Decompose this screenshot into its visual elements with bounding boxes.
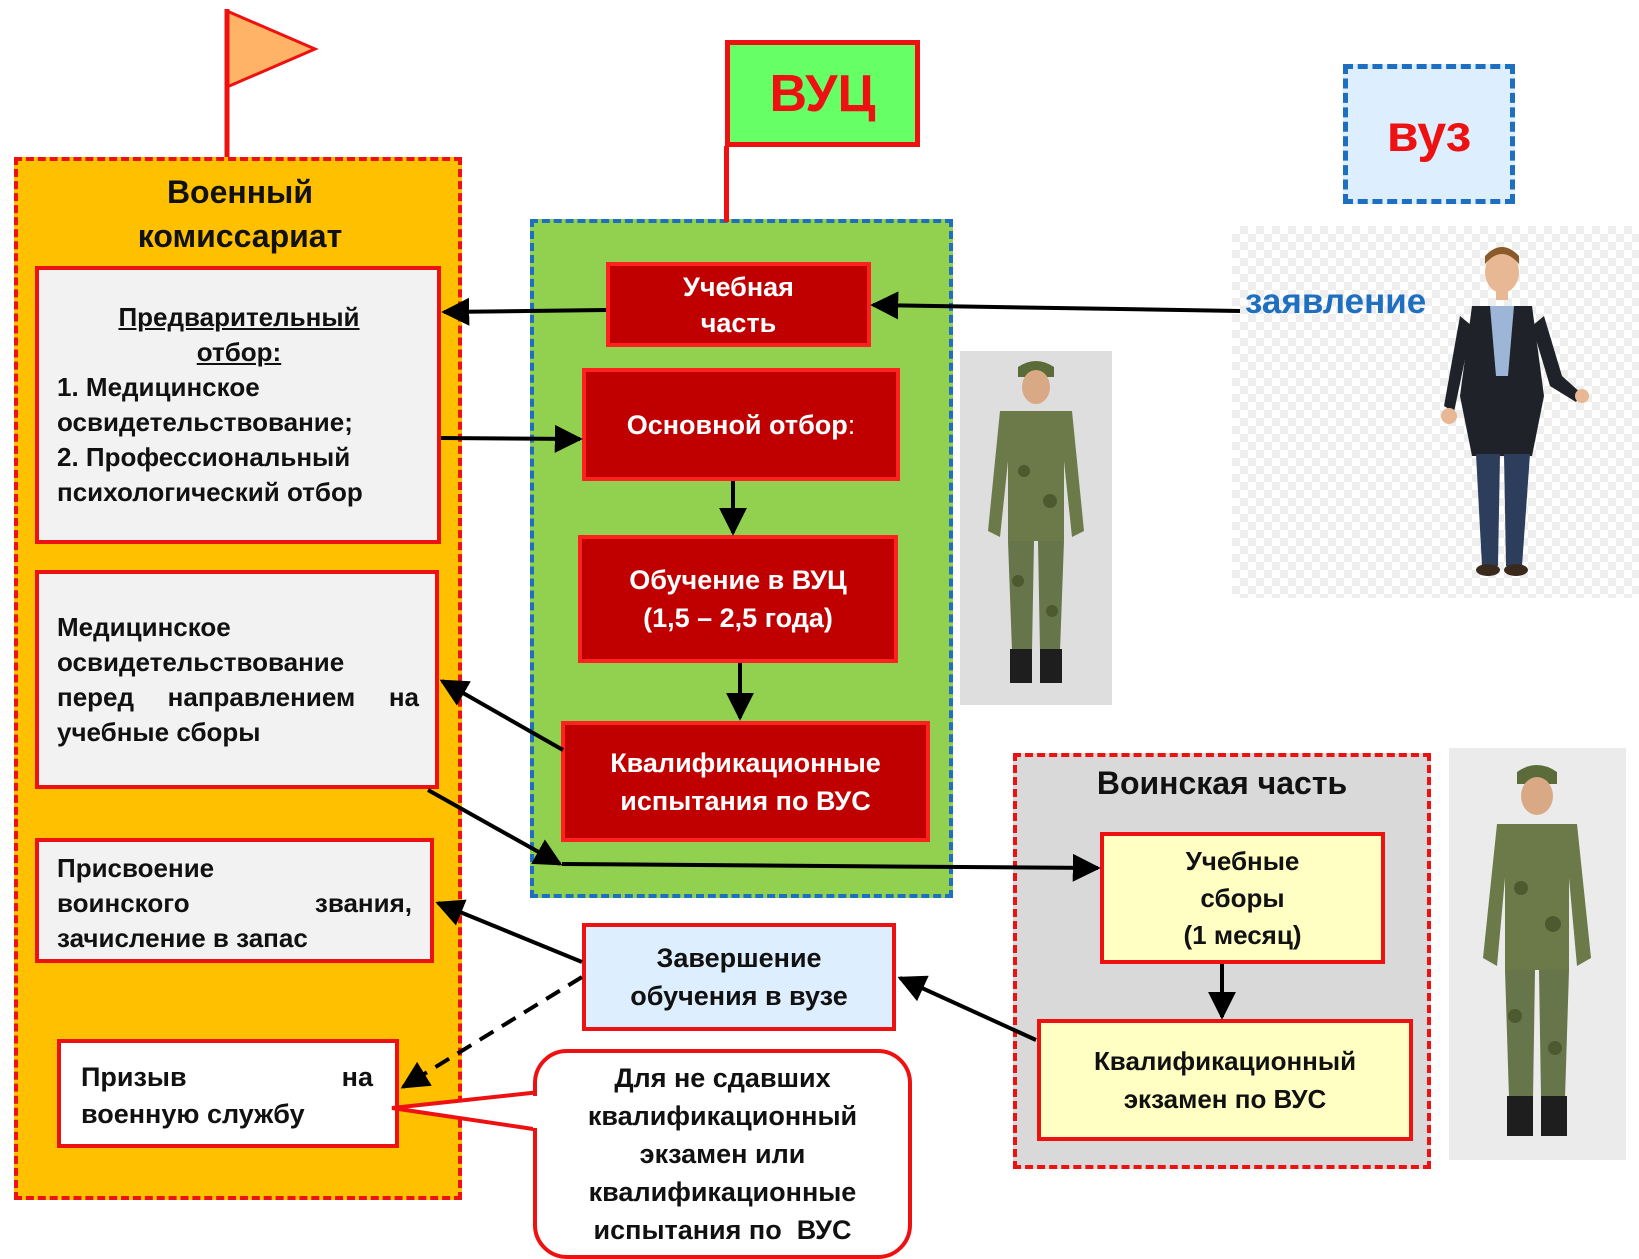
soldier-figure (1483, 765, 1591, 1136)
conscription-line1b: на (341, 1062, 373, 1092)
callout-line4: квалификационные (588, 1177, 857, 1207)
main-selection-text: Основной отбор (626, 409, 848, 440)
conscription-line1a: Призыв (81, 1062, 187, 1092)
commissariat-title: Военный комиссариат (60, 170, 420, 258)
rank-line3: зачисление в запас (57, 923, 308, 953)
completion-line1: Завершение (656, 943, 822, 973)
callout-line5: испытания по ВУС (593, 1215, 852, 1245)
soldier-photo-2 (1449, 748, 1626, 1160)
preselection-line3: 2. Профессиональный (57, 442, 351, 472)
main-selection-box: Основной отбор: (582, 368, 900, 481)
rank-line1: Присвоение (57, 853, 215, 883)
medical-line3: перед направлением на (57, 682, 419, 712)
vuc-training-line2: (1,5 – 2,5 года) (643, 603, 833, 633)
rank-assignment-box: Присвоение воинского звания, зачисление … (35, 838, 434, 963)
civilian-figure (1441, 247, 1589, 576)
preselection-heading-line2: отбор: (196, 337, 282, 367)
training-unit-line2: часть (700, 307, 777, 338)
rank-line2b: звания, (314, 888, 412, 918)
flag-icon (224, 8, 319, 160)
commissariat-title-line1: Военный (166, 174, 314, 210)
vuc-sign-pole (724, 146, 729, 222)
qualification-tests-line1: Квалификационные (610, 747, 881, 778)
vuz-sign-text: вуз (1386, 105, 1472, 163)
military-unit-title: Воинская часть (1096, 765, 1348, 801)
training-camp-box: Учебные сборы (1 месяц) (1100, 832, 1385, 964)
completion-line2: обучения в вузе (630, 981, 848, 1011)
preselection-box: Предварительный отбор: 1. Медицинское ос… (35, 266, 441, 544)
training-unit-box: Учебная часть (606, 262, 871, 347)
application-label: заявление (1245, 282, 1427, 321)
commissariat-title-line2: комиссариат (137, 218, 343, 254)
rank-line2a: воинского (57, 888, 190, 918)
callout-line1: Для не сдавших (614, 1063, 831, 1093)
qualification-exam-line2: экзамен по ВУС (1123, 1084, 1327, 1114)
qualification-exam-box: Квалификационный экзамен по ВУС (1037, 1019, 1413, 1141)
vuc-training-line1: Обучение в ВУЦ (629, 565, 847, 595)
callout-line2: квалификационный (587, 1101, 858, 1131)
rank-line2: воинского звания, (57, 886, 412, 921)
qualification-tests-line2: испытания по ВУС (620, 785, 871, 816)
training-unit-line1: Учебная (683, 271, 794, 302)
qualification-exam-line1: Квалификационный (1093, 1046, 1357, 1076)
civilian-photo (1232, 226, 1639, 598)
qualification-tests-box: Квалификационные испытания по ВУС (561, 721, 930, 842)
preselection-line1: 1. Медицинское (57, 372, 260, 402)
preselection-line2: освидетельствование; (57, 407, 353, 437)
conscription-box: Призыв на военную службу (57, 1039, 399, 1148)
soldier-photo-1 (960, 351, 1112, 705)
vuc-sign: ВУЦ (725, 40, 920, 147)
training-camp-line1: Учебные (1185, 845, 1300, 876)
callout-seam (533, 1096, 539, 1128)
main-selection-colon: : (847, 409, 856, 440)
soldier-figure (988, 361, 1084, 683)
medical-line4: учебные сборы (57, 717, 261, 747)
callout-line3: экзамен или (639, 1139, 806, 1169)
preselection-heading-line1: Предварительный (118, 302, 360, 332)
training-camp-line2: сборы (1200, 882, 1285, 913)
preselection-line4: психологический отбор (57, 477, 363, 507)
medical-line1: Медицинское (57, 612, 231, 642)
university-completion-box: Завершение обучения в вузе (582, 923, 896, 1031)
conscription-line2: военную службу (81, 1099, 305, 1129)
vuc-training-box: Обучение в ВУЦ (1,5 – 2,5 года) (578, 535, 898, 663)
conscription-line1: Призыв на (81, 1059, 373, 1096)
medical-line2: освидетельствование (57, 647, 345, 677)
vuc-sign-text: ВУЦ (769, 64, 876, 123)
vuz-sign: вуз (1343, 64, 1515, 204)
training-camp-line3: (1 месяц) (1183, 919, 1302, 950)
callout-bubble: Для не сдавших квалификационный экзамен … (533, 1049, 912, 1259)
medical-before-camp-box: Медицинское освидетельствование перед на… (35, 570, 439, 789)
